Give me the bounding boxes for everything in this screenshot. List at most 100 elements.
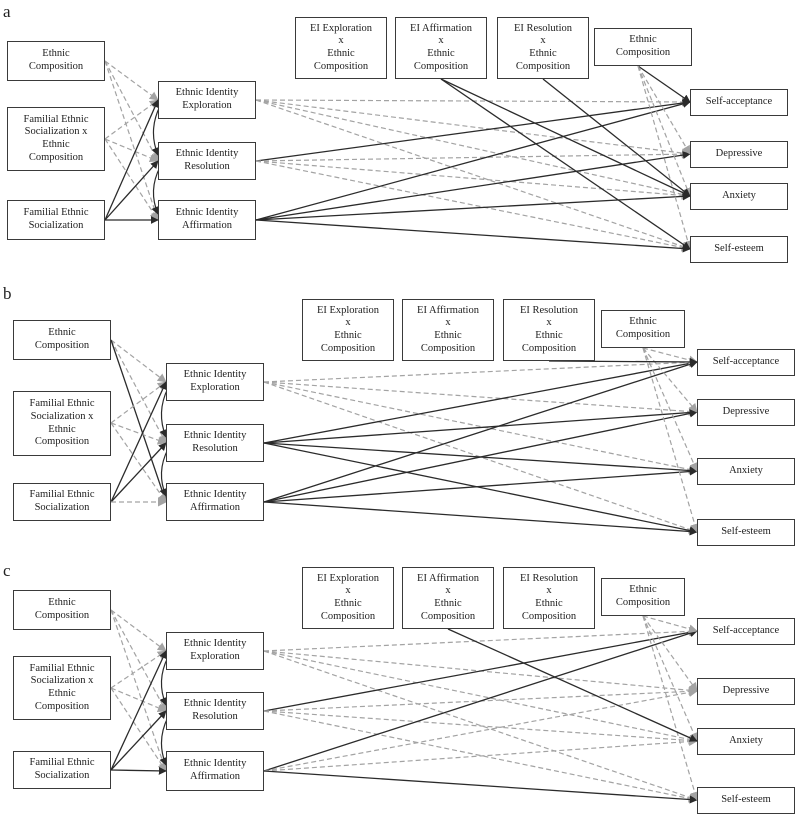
path-predictor-to-mediator (104, 60, 160, 221)
node-affirmation-x-composition: EI Affirmation x Ethnic Composition (402, 567, 494, 629)
node-anxiety: Anxiety (697, 728, 795, 755)
panel-label-b: b (3, 284, 12, 303)
path-mediator-to-outcome (263, 629, 698, 772)
node-ethnic-identity-resolution: Ethnic Identity Resolution (158, 142, 256, 180)
path-composition-to-outcome (642, 347, 698, 365)
path-mediator-to-outcome (255, 219, 691, 253)
path-mediator-to-outcome (255, 160, 691, 200)
node-ethnic-identity-resolution: Ethnic Identity Resolution (166, 692, 264, 730)
node-self-acceptance: Self-acceptance (690, 89, 788, 116)
path-mediator-to-outcome (263, 467, 698, 503)
path-predictor-to-mediator (110, 381, 167, 503)
node-affirmation-x-composition: EI Affirmation x Ethnic Composition (395, 17, 487, 79)
node-ethnic-composition: Ethnic Composition (7, 41, 105, 81)
node-depressive: Depressive (690, 141, 788, 168)
node-ethnic-composition: Ethnic Composition (13, 590, 111, 630)
node-self-acceptance: Self-acceptance (697, 349, 795, 376)
node-ethnic-composition: Ethnic Composition (13, 320, 111, 360)
node-ethnic-identity-affirmation: Ethnic Identity Affirmation (166, 751, 264, 791)
path-interaction-to-outcome (440, 78, 691, 197)
path-predictor-to-mediator (110, 687, 167, 772)
path-predictor-to-mediator (110, 650, 167, 771)
path-predictor-to-mediator (110, 339, 167, 383)
path-composition-to-outcome (642, 347, 700, 533)
path-mediator-to-outcome (255, 99, 691, 199)
path-predictor-to-mediator (110, 339, 167, 444)
path-mediator-to-outcome (263, 381, 698, 416)
node-familial-socialization-x-composition: Familial Ethnic Socialization x Ethnic C… (7, 107, 105, 171)
path-interaction-to-outcome (440, 78, 691, 250)
path-predictor-to-mediator (110, 650, 167, 689)
path-predictor-to-mediator (104, 138, 159, 163)
panel-label-c: c (3, 561, 11, 580)
path-predictor-to-mediator (110, 609, 167, 712)
path-mediator-to-outcome (255, 160, 691, 252)
path-composition-to-outcome (642, 347, 698, 413)
path-composition-to-outcome (642, 347, 698, 472)
path-composition-to-outcome (642, 615, 698, 692)
node-ethnic-identity-exploration: Ethnic Identity Exploration (166, 632, 264, 670)
path-mediator-to-outcome (255, 99, 691, 162)
path-predictor-to-mediator (104, 160, 159, 221)
node-resolution-x-composition: EI Resolution x Ethnic Composition (503, 567, 595, 629)
panel-label-a: a (3, 2, 11, 21)
path-predictor-to-mediator (110, 687, 167, 713)
node-anxiety: Anxiety (690, 183, 788, 210)
path-predictor-to-mediator (110, 442, 167, 503)
node-familial-socialization-x-composition: Familial Ethnic Socialization x Ethnic C… (13, 656, 111, 720)
node-familial-ethnic-socialization: Familial Ethnic Socialization (13, 751, 111, 789)
path-composition-to-outcome (637, 65, 692, 197)
path-interaction-to-outcome (548, 357, 698, 366)
path-interaction-to-outcome (447, 628, 698, 742)
path-predictor-to-mediator (104, 99, 159, 221)
path-mediator-to-outcome (263, 626, 698, 652)
node-self-esteem: Self-esteem (697, 787, 795, 814)
node-ethnic-composition-moderator: Ethnic Composition (601, 310, 685, 348)
path-predictor-to-mediator (110, 766, 167, 775)
path-mediator-to-outcome (255, 192, 691, 221)
path-predictor-to-mediator (104, 60, 159, 101)
node-familial-ethnic-socialization: Familial Ethnic Socialization (7, 200, 105, 240)
path-mediator-to-outcome (263, 381, 698, 474)
path-predictor-to-mediator (110, 381, 167, 424)
path-mediator-to-outcome (255, 99, 691, 251)
path-interaction-to-outcome (542, 78, 691, 197)
node-ethnic-composition-moderator: Ethnic Composition (601, 578, 685, 616)
path-mediator-to-outcome (263, 381, 698, 534)
node-depressive: Depressive (697, 678, 795, 705)
path-mediator-to-outcome (255, 99, 691, 158)
path-mediator-to-outcome (255, 151, 691, 221)
path-predictor-to-mediator (110, 710, 167, 771)
node-familial-ethnic-socialization: Familial Ethnic Socialization (13, 483, 111, 521)
path-mediator-to-outcome (263, 357, 698, 383)
path-predictor-to-mediator (110, 609, 167, 652)
node-ethnic-identity-affirmation: Ethnic Identity Affirmation (158, 200, 256, 240)
path-mediator-to-outcome (263, 688, 698, 772)
path-mediator-to-outcome (263, 408, 698, 444)
path-predictor-to-mediator (110, 339, 168, 503)
node-ethnic-identity-exploration: Ethnic Identity Exploration (158, 81, 256, 119)
path-mediator-to-outcome (263, 628, 698, 712)
path-mediator-to-outcome (263, 501, 698, 536)
path-mediator-to-outcome (255, 100, 691, 221)
path-composition-to-outcome (642, 615, 700, 801)
node-anxiety: Anxiety (697, 458, 795, 485)
node-depressive: Depressive (697, 399, 795, 426)
node-ethnic-identity-affirmation: Ethnic Identity Affirmation (166, 483, 264, 521)
path-predictor-to-mediator (110, 422, 167, 445)
node-resolution-x-composition: EI Resolution x Ethnic Composition (503, 299, 595, 361)
node-ethnic-identity-exploration: Ethnic Identity Exploration (166, 363, 264, 401)
path-mediator-to-outcome (263, 770, 698, 804)
node-exploration-x-composition: EI Exploration x Ethnic Composition (302, 299, 394, 361)
path-predictor-to-mediator (110, 609, 168, 772)
path-mediator-to-outcome (255, 149, 691, 162)
path-mediator-to-outcome (263, 650, 698, 744)
path-composition-to-outcome (637, 65, 691, 103)
path-predictor-to-mediator (104, 60, 159, 162)
node-exploration-x-composition: EI Exploration x Ethnic Composition (295, 17, 387, 79)
path-mediator-to-outcome (263, 442, 698, 535)
path-mediator-to-outcome (263, 409, 698, 503)
path-mediator-to-outcome (263, 737, 698, 772)
